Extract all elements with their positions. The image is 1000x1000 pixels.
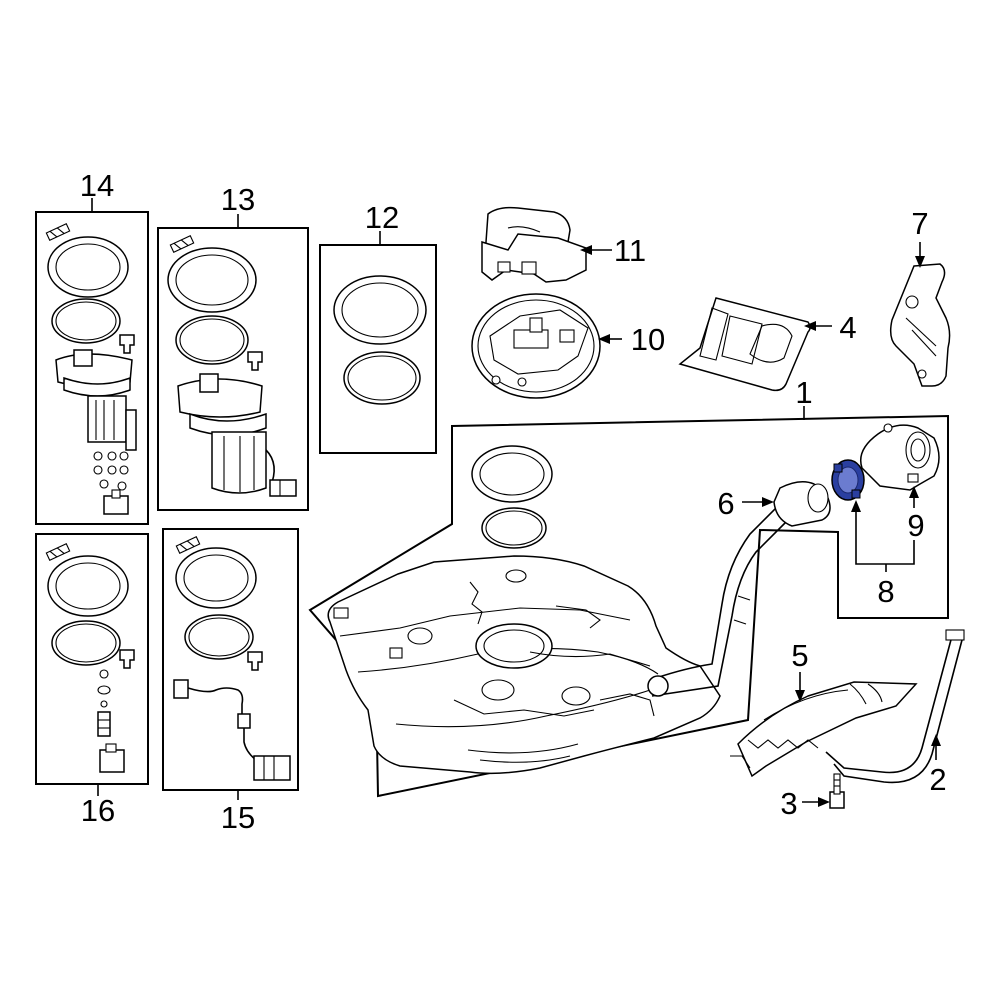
callout-12: 12 xyxy=(365,200,399,235)
kit-box-16 xyxy=(35,533,149,796)
leader-lines xyxy=(580,242,941,807)
part-9-filler-housing xyxy=(860,423,940,491)
assembly-1-rings xyxy=(471,445,553,549)
fuel-tank xyxy=(327,555,721,775)
kit-box-13 xyxy=(157,214,309,511)
kit-15-parts xyxy=(173,535,291,781)
kit-box-14 xyxy=(35,198,149,525)
part-2-strap xyxy=(825,629,965,784)
callout-4: 4 xyxy=(839,310,856,345)
callout-16: 16 xyxy=(81,793,115,828)
part-6-filler-pipe xyxy=(647,481,831,697)
callout-9: 9 xyxy=(907,508,924,543)
callout-6: 6 xyxy=(717,486,734,521)
part-10-plate xyxy=(471,293,601,399)
part-5-heat-shield xyxy=(730,681,918,778)
part-7-bracket xyxy=(889,263,951,387)
callout-5: 5 xyxy=(791,638,808,673)
callout-14: 14 xyxy=(80,168,114,203)
kit-box-12 xyxy=(319,231,437,454)
part-8-highlighted-ring xyxy=(831,459,865,501)
callout-8: 8 xyxy=(877,574,894,609)
callout-1: 1 xyxy=(795,375,812,410)
callout-7: 7 xyxy=(911,206,928,241)
callout-2: 2 xyxy=(929,762,946,797)
callout-10: 10 xyxy=(631,322,665,357)
kit-13-parts xyxy=(167,234,297,497)
callout-11: 11 xyxy=(614,233,646,268)
part-11-cover xyxy=(481,206,587,283)
part-3-bolt xyxy=(829,773,845,809)
callout-13: 13 xyxy=(221,182,255,217)
kit-12-parts xyxy=(333,275,427,405)
kit-box-15 xyxy=(162,528,299,800)
callout-3: 3 xyxy=(780,786,797,821)
kit-16-parts xyxy=(45,542,135,773)
kit-14-parts xyxy=(45,222,137,515)
part-4-pad xyxy=(678,297,811,392)
assembly-1-boundary xyxy=(308,406,949,798)
callout-15: 15 xyxy=(221,800,255,835)
